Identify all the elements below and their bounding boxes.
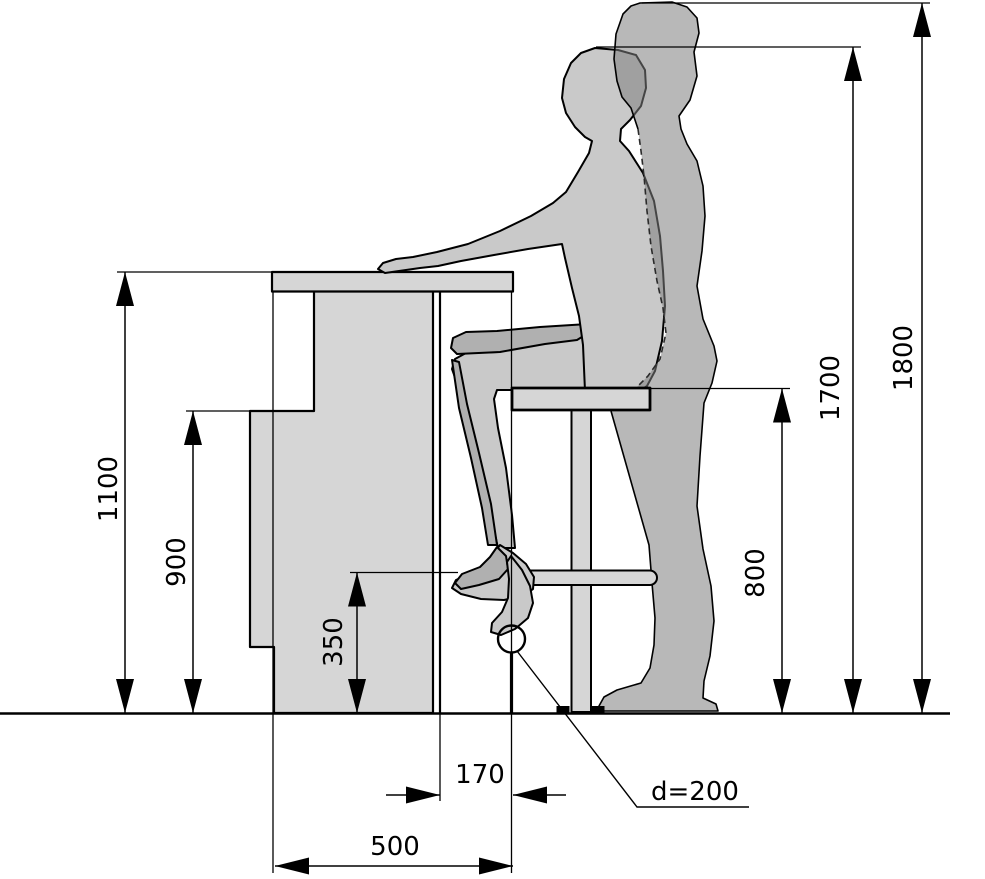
standing-person-silhouette — [599, 2, 718, 711]
stool-column — [570, 409, 592, 713]
stool-base-pad-right — [591, 706, 605, 714]
dim-footrest-height: 350 — [319, 572, 366, 713]
counter-body — [248, 289, 435, 715]
bar-stool — [501, 386, 658, 714]
dim-standing-person-height: 1800 — [889, 3, 931, 713]
dim-counter-depth: 500 — [275, 832, 513, 875]
seated-person — [377, 47, 666, 549]
counter-top — [270, 270, 515, 293]
dim-label-350: 350 — [319, 617, 349, 667]
dim-label-1800: 1800 — [889, 325, 919, 391]
bar-counter — [248, 270, 515, 715]
dim-label-1100: 1100 — [94, 456, 124, 522]
seated-person-far-leg — [450, 323, 591, 546]
dimension-annotations: 1100 900 350 800 1700 — [94, 2, 931, 875]
dim-label-170: 170 — [455, 760, 505, 790]
dim-label-900: 900 — [162, 537, 192, 587]
dim-label-1700: 1700 — [816, 355, 846, 421]
dim-label-800: 800 — [741, 548, 771, 598]
seated-person-feet — [451, 544, 535, 636]
dim-seat-height: 800 — [741, 388, 791, 713]
dim-seated-person-height: 1700 — [816, 47, 862, 713]
leader-line — [516, 650, 749, 808]
dim-label-500: 500 — [370, 832, 420, 862]
stool-seat — [510, 386, 652, 412]
dim-toe-space: 170 — [386, 760, 566, 804]
dim-ledge-height: 900 — [162, 411, 202, 713]
seated-person-torso-head-arm — [377, 47, 666, 392]
dim-counter-height: 1100 — [94, 272, 134, 713]
dim-label-d200: d=200 — [651, 777, 739, 807]
dim-footrest-tube: d=200 — [496, 624, 749, 808]
